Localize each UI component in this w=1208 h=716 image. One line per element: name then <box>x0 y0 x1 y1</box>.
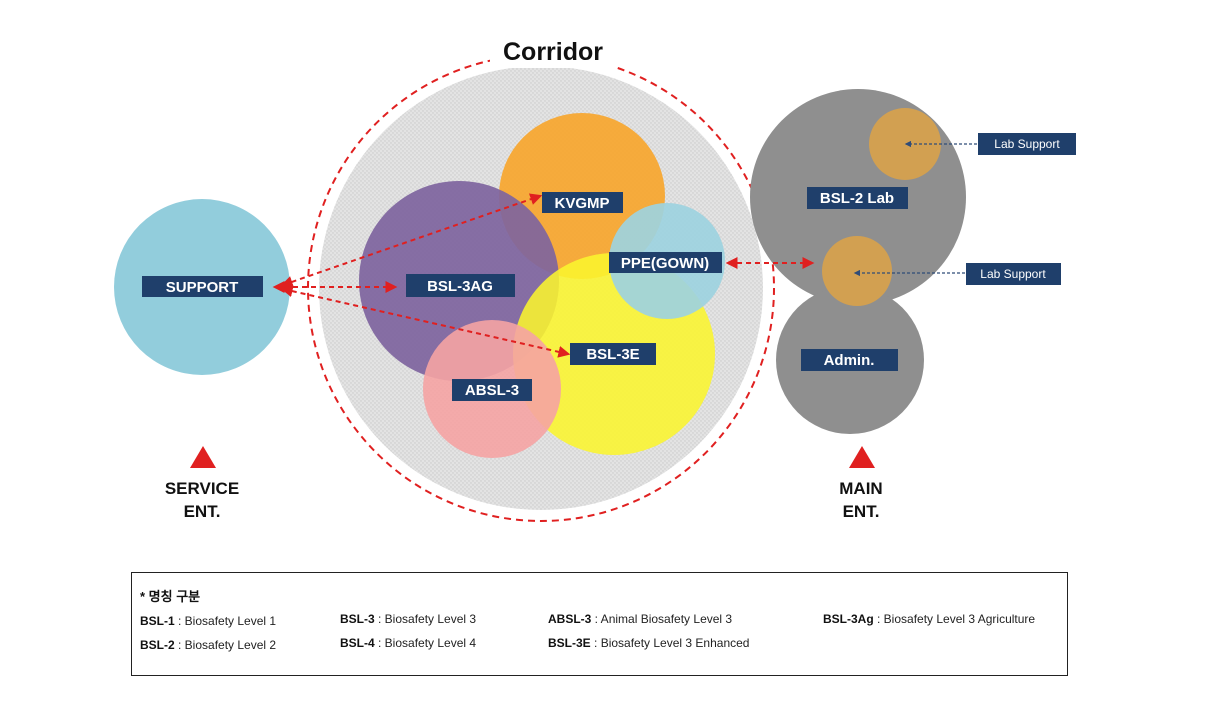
main-entrance-label-line1: MAIN <box>839 479 882 498</box>
legend-abbr: BSL-3 <box>340 612 375 626</box>
legend-item-bsl3: BSL-3 : Biosafety Level 3 <box>340 612 476 626</box>
svg-text:KVGMP: KVGMP <box>554 195 609 212</box>
svg-text:ABSL-3: ABSL-3 <box>465 382 519 399</box>
main-entrance-marker <box>849 446 875 468</box>
support-label: SUPPORT <box>142 276 263 297</box>
svg-text:BSL-2 Lab: BSL-2 Lab <box>820 190 894 207</box>
legend-desc: : Biosafety Level 3 Enhanced <box>590 636 750 650</box>
corridor-title: Corridor <box>503 38 603 66</box>
svg-text:Lab Support: Lab Support <box>994 137 1060 151</box>
legend-item-bsl1: BSL-1 : Biosafety Level 1 <box>140 614 276 628</box>
legend-desc: : Biosafety Level 1 <box>174 614 277 628</box>
legend-item-bsl2: BSL-2 : Biosafety Level 2 <box>140 638 276 652</box>
legend-desc: : Biosafety Level 3 Agriculture <box>873 612 1036 626</box>
legend-box: * 명칭 구분 BSL-1 : Biosafety Level 1 BSL-2 … <box>131 572 1068 676</box>
arrow-support-kvgmp <box>280 193 543 288</box>
corridor-title-bg <box>490 32 616 68</box>
lab-support-zone-2 <box>822 236 892 306</box>
legend-desc: : Biosafety Level 3 <box>374 612 477 626</box>
legend-abbr: BSL-3Ag <box>823 612 874 626</box>
svg-text:SUPPORT: SUPPORT <box>166 279 239 296</box>
ppe-label: PPE(GOWN) <box>609 252 722 273</box>
legend-item-bsl3ag: BSL-3Ag : Biosafety Level 3 Agriculture <box>823 612 1035 626</box>
legend-item-bsl3e: BSL-3E : Biosafety Level 3 Enhanced <box>548 636 749 650</box>
legend-abbr: BSL-2 <box>140 638 175 652</box>
bsl2-lab-label: BSL-2 Lab <box>807 187 908 209</box>
arrow-support-bsl3e <box>280 285 571 358</box>
bsl3e-label: BSL-3E <box>570 343 656 365</box>
svg-text:BSL-3E: BSL-3E <box>586 346 639 363</box>
main-entrance-label-line2: ENT. <box>843 502 880 521</box>
bsl3ag-label: BSL-3AG <box>406 274 515 297</box>
legend-item-bsl4: BSL-4 : Biosafety Level 4 <box>340 636 476 650</box>
legend-desc: : Animal Biosafety Level 3 <box>591 612 733 626</box>
svg-text:PPE(GOWN): PPE(GOWN) <box>621 255 709 272</box>
service-entrance-label-line2: ENT. <box>184 502 221 521</box>
legend-abbr: BSL-1 <box>140 614 175 628</box>
legend-title: * 명칭 구분 <box>140 589 201 604</box>
legend-abbr: ABSL-3 <box>548 612 592 626</box>
kvgmp-label: KVGMP <box>542 192 623 213</box>
legend-item-absl3: ABSL-3 : Animal Biosafety Level 3 <box>548 612 732 626</box>
svg-text:BSL-3AG: BSL-3AG <box>427 278 493 295</box>
service-entrance-label-line1: SERVICE <box>165 479 239 498</box>
legend-abbr: BSL-3E <box>548 636 591 650</box>
legend-desc: : Biosafety Level 4 <box>374 636 477 650</box>
lab-support-label-1: Lab Support <box>978 133 1076 155</box>
legend-desc: : Biosafety Level 2 <box>174 638 277 652</box>
svg-text:Admin.: Admin. <box>824 352 875 369</box>
svg-text:Lab Support: Lab Support <box>980 267 1046 281</box>
absl3-label: ABSL-3 <box>452 379 532 401</box>
service-entrance-marker <box>190 446 216 468</box>
lab-support-label-2: Lab Support <box>966 263 1061 285</box>
legend-abbr: BSL-4 <box>340 636 375 650</box>
admin-label: Admin. <box>801 349 898 371</box>
